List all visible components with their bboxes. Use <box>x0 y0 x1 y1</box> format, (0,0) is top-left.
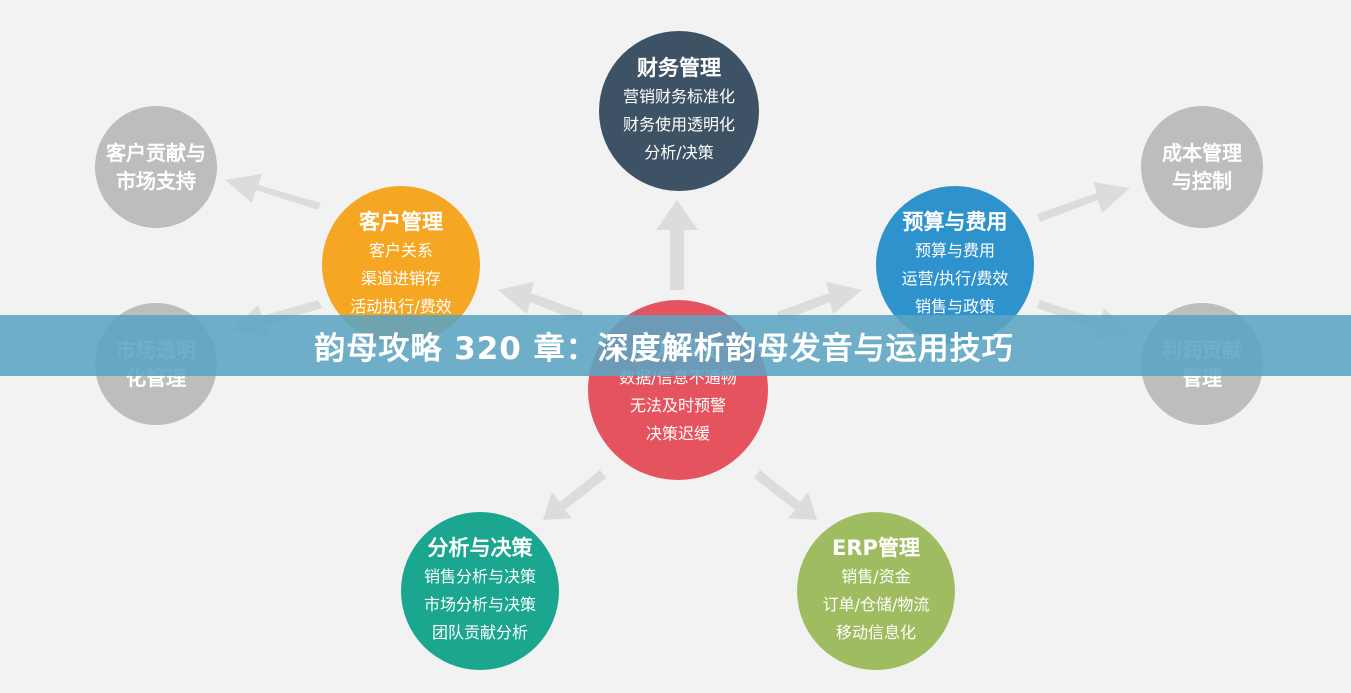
arrow-down-right-icon <box>754 470 817 520</box>
node-item: 团队贡献分析 <box>431 623 528 642</box>
arrow-up-icon <box>656 200 698 290</box>
node-label: 市场支持 <box>116 169 196 193</box>
node-title: 财务管理 <box>637 56 721 80</box>
node-title: 客户管理 <box>359 210 443 234</box>
node-item: 运营/执行/费效 <box>901 269 1009 288</box>
title-banner: 韵母攻略 320 章：深度解析韵母发音与运用技巧 <box>0 315 1351 376</box>
node-item: 销售分析与决策 <box>423 567 536 586</box>
node-item: 销售与政策 <box>914 297 995 316</box>
arrow-up-right-icon <box>777 282 862 322</box>
banner-title: 韵母攻略 320 章：深度解析韵母发音与运用技巧 <box>314 331 1014 367</box>
node-title: 预算与费用 <box>902 210 1008 234</box>
node-item: 预算与费用 <box>914 241 995 260</box>
node-customer-contribution: 客户贡献与 市场支持 <box>95 106 217 228</box>
node-item: 活动执行/费效 <box>350 297 452 316</box>
arrow-up-left-icon <box>225 174 321 210</box>
node-label: 客户贡献与 <box>106 141 206 165</box>
arrow-up-left-icon <box>498 282 583 322</box>
node-title: 分析与决策 <box>427 536 533 560</box>
node-item: 分析/决策 <box>644 143 714 162</box>
node-item: 无法及时预警 <box>629 396 726 415</box>
node-title: ERP管理 <box>832 536 920 560</box>
node-finance: 财务管理 营销财务标准化 财务使用透明化 分析/决策 <box>599 31 759 191</box>
arrow-down-left-icon <box>543 470 606 520</box>
node-item: 客户关系 <box>368 241 433 260</box>
node-item: 订单/仓储/物流 <box>822 595 930 614</box>
node-item: 移动信息化 <box>835 623 916 642</box>
node-item: 销售/资金 <box>841 567 911 586</box>
node-label: 与控制 <box>1172 169 1232 193</box>
node-label: 成本管理 <box>1162 141 1242 165</box>
node-item: 渠道进销存 <box>360 269 441 288</box>
node-item: 财务使用透明化 <box>622 115 735 134</box>
arrow-up-right-icon <box>1037 182 1130 222</box>
node-item: 市场分析与决策 <box>423 595 536 614</box>
node-cost-control: 成本管理 与控制 <box>1141 106 1263 228</box>
node-item: 营销财务标准化 <box>622 87 735 106</box>
node-analysis-decision: 分析与决策 销售分析与决策 市场分析与决策 团队贡献分析 <box>401 512 559 670</box>
node-item: 决策迟缓 <box>645 424 710 443</box>
node-erp-management: ERP管理 销售/资金 订单/仓储/物流 移动信息化 <box>797 512 955 670</box>
